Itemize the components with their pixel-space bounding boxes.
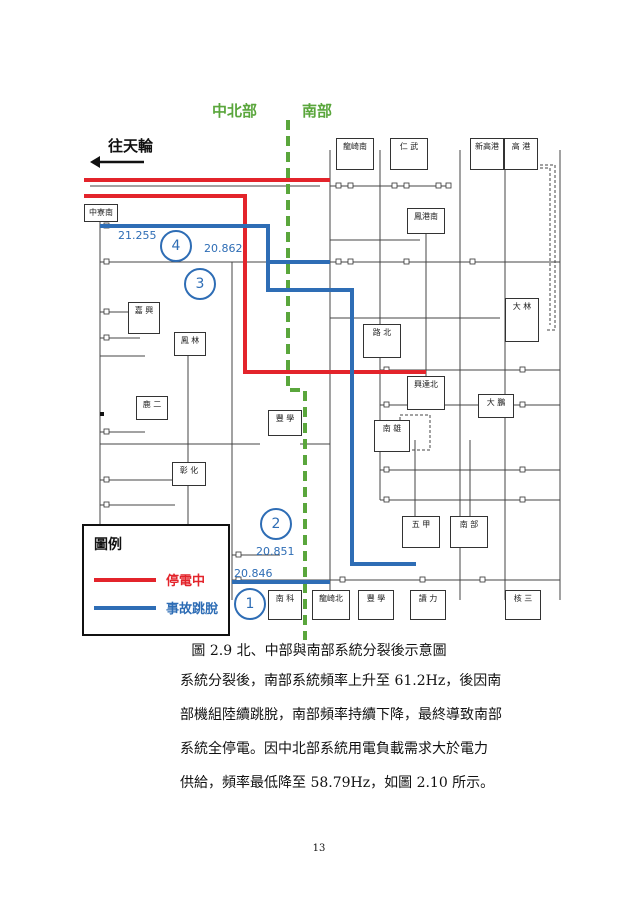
figure-caption: 圖 2.9 北、中部與南部系統分裂後示意圖: [191, 643, 447, 659]
substation-he3: 核 三: [505, 590, 541, 620]
paragraph-line-1: 系統分裂後，南部系統頻率上升至 61.2Hz，後因南: [180, 673, 502, 689]
frequency-3: 20.862: [204, 242, 243, 255]
frequency-4: 21.255: [118, 229, 157, 242]
legend-trip-swatch: [94, 606, 156, 610]
substation-tongli: 讀 力: [410, 590, 446, 620]
direction-arrow-icon: [90, 156, 144, 168]
direction-label: 往天輪: [108, 137, 154, 155]
event-marker-3: 3: [184, 268, 216, 300]
frequency-1: 20.846: [234, 567, 273, 580]
region-divider-line: [286, 120, 307, 640]
region-north-label: 中北部: [212, 102, 258, 120]
event-marker-1: 1: [234, 588, 266, 620]
substation-fengxue: 豐 學: [358, 590, 394, 620]
event-marker-2: 2: [260, 508, 292, 540]
trip-line-mid: [266, 262, 416, 566]
substation-dapeng: 大 鵬: [478, 394, 514, 418]
substation-longqiao-south: 龍崎南: [336, 138, 374, 170]
substation-nanzi: 南 雄: [374, 420, 410, 452]
legend-outage-swatch: [94, 578, 156, 582]
substation-nanbu: 南 部: [450, 516, 488, 548]
substation-jiaxing: 嘉 興: [128, 302, 160, 334]
region-south-label: 南部: [302, 102, 333, 120]
substation-gaogang: 高 港: [504, 138, 538, 170]
event-marker-4: 4: [160, 230, 192, 262]
substation-renwu: 仁 武: [390, 138, 428, 170]
substation-lugang2: 鹿 二: [136, 396, 168, 420]
substation-yongxingbei: 興達北: [407, 376, 445, 410]
frequency-2: 20.851: [256, 545, 295, 558]
substation-zhongliao-south: 中寮南: [84, 204, 118, 222]
substation-lubei: 路 北: [363, 324, 401, 358]
body-paragraph: 系統分裂後，南部系統頻率上升至 61.2Hz，後因南 部機組陸續跳脫，南部頻率持…: [180, 664, 560, 800]
substation-wujia: 五 甲: [402, 516, 440, 548]
paragraph-line-3: 系統全停電。因中北部系統用電負載需求大於電力: [180, 741, 488, 757]
page-number: 13: [312, 843, 326, 854]
legend-outage-label: 停電中: [166, 574, 206, 589]
substation-fenglin: 鳳 林: [174, 332, 206, 356]
substation-nanke: 南 科: [268, 590, 302, 620]
paragraph-line-2: 部機組陸續跳脫，南部頻率持續下降，最終導致南部: [180, 707, 502, 723]
trip-line-upper: [100, 224, 330, 264]
substation-zhanghua: 彰 化: [172, 462, 206, 486]
legend-title: 圖例: [94, 537, 122, 553]
legend-box: 圖例 停電中 事故跳脫: [82, 524, 230, 636]
substation-daling: 大 林: [505, 298, 539, 342]
substation-dongshan: 豐 學: [268, 410, 302, 436]
outage-line-lower: [84, 194, 426, 374]
substation-xin-gaogang: 新高港: [470, 138, 504, 170]
highlight-lines: [84, 120, 426, 640]
paragraph-line-4: 供給，頻率最低降至 58.79Hz，如圖 2.10 所示。: [180, 775, 495, 791]
substation-fengshan-north: 鳳港南: [407, 208, 445, 234]
legend-trip-label: 事故跳脫: [166, 602, 219, 617]
substation-longqiao-north: 龍崎北: [312, 590, 350, 620]
